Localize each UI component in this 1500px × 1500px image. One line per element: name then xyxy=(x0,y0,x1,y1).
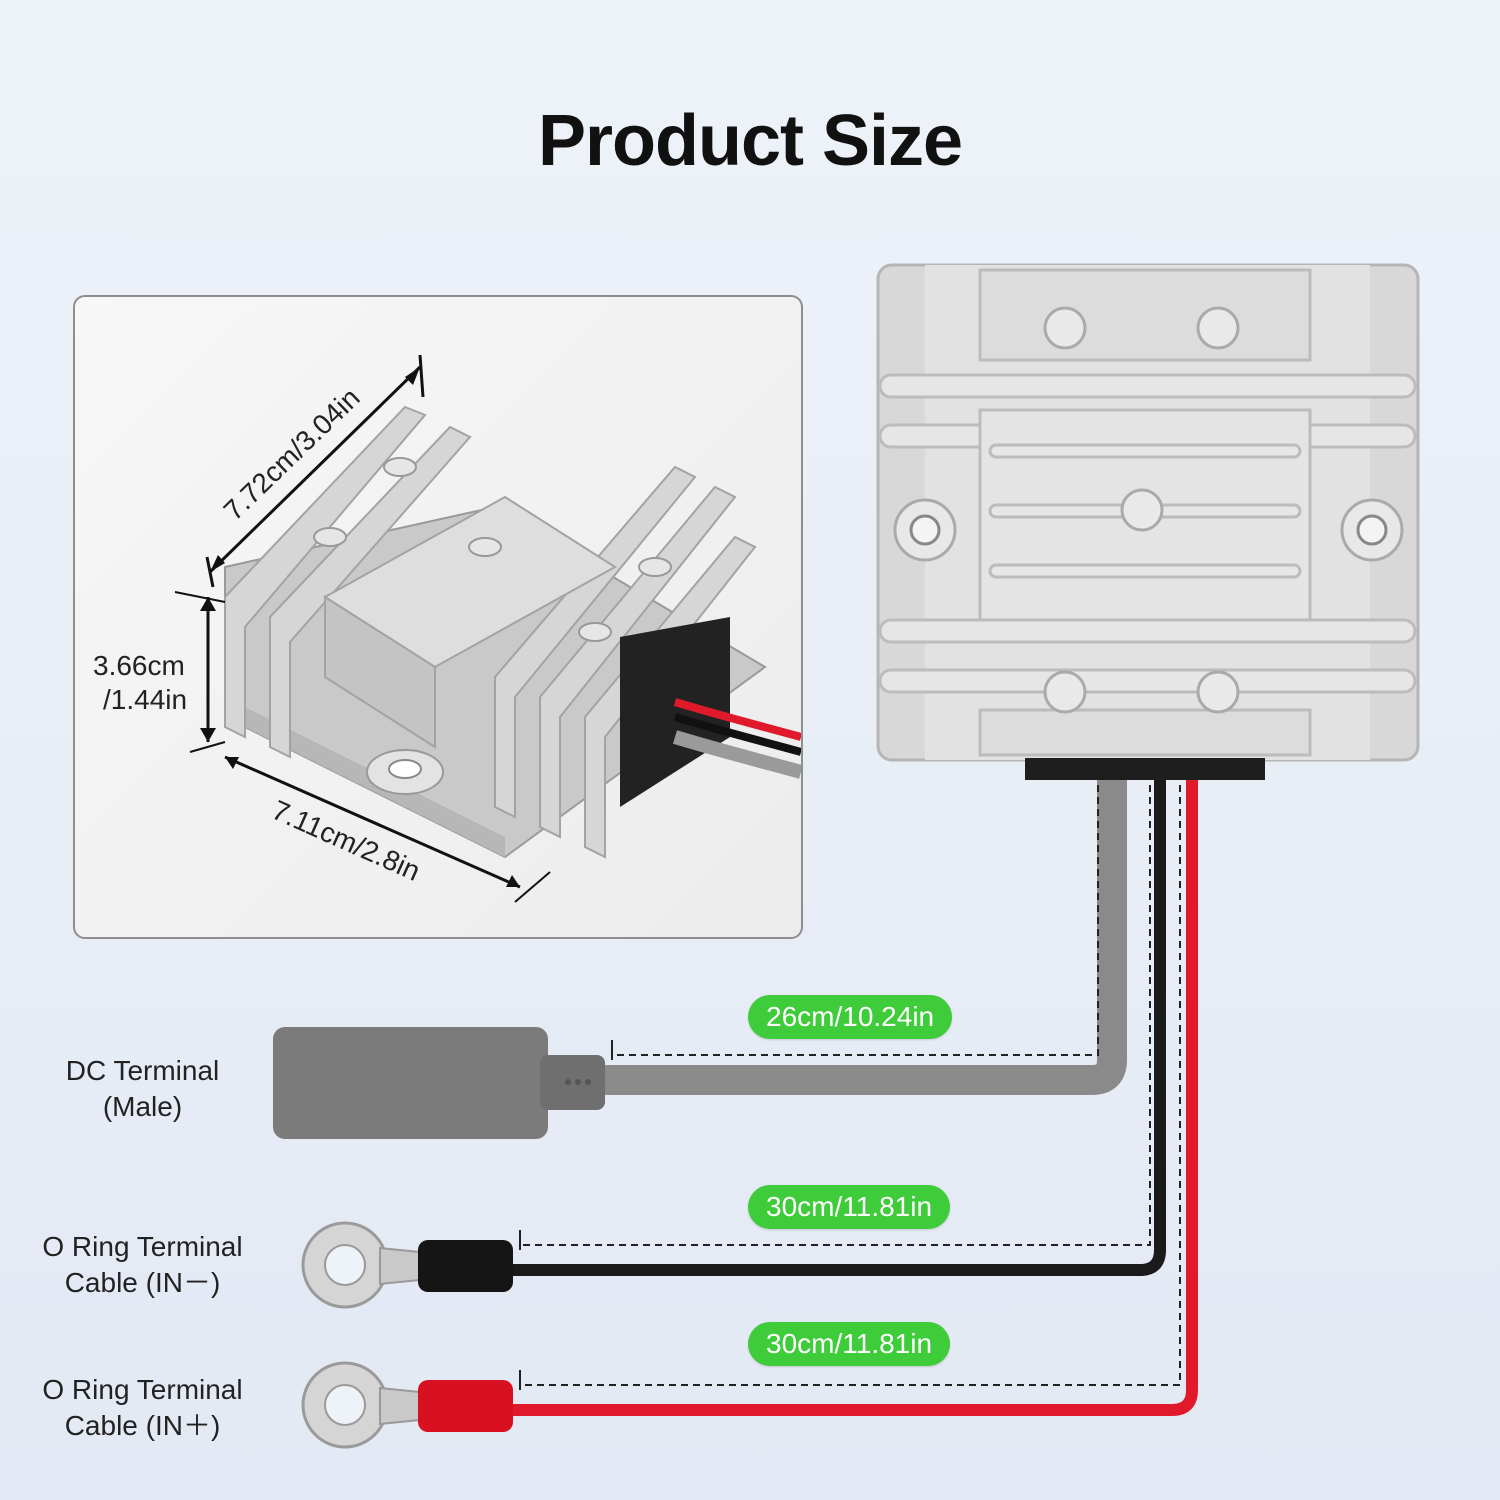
negative-terminal-label-line1: O Ring Terminal xyxy=(42,1231,243,1262)
page-title: Product Size xyxy=(537,101,963,181)
negative-terminal-label-line2: Cable (IN－) xyxy=(64,1267,221,1298)
positive-cable-length-badge: 30cm/11.81in xyxy=(748,1322,951,1366)
positive-terminal-label: O Ring Terminal Cable (IN＋) xyxy=(25,1372,260,1444)
positive-terminal-label-line2: Cable (IN＋) xyxy=(64,1410,221,1441)
dimension-inset: 7.72cm/3.04in 3.66cm /1.44in 7.11cm/2.8i… xyxy=(73,295,803,939)
dc-terminal-label-line2: (Male) xyxy=(102,1091,183,1122)
height-dimension-label-1: 3.66cm xyxy=(93,650,185,681)
product-isometric-illustration: 7.72cm/3.04in 3.66cm /1.44in 7.11cm/2.8i… xyxy=(93,354,801,903)
dc-terminal-label-line1: DC Terminal xyxy=(65,1055,220,1086)
positive-terminal-label-line1: O Ring Terminal xyxy=(42,1374,243,1405)
dc-terminal-label: DC Terminal (Male) xyxy=(40,1053,245,1125)
negative-terminal-label: O Ring Terminal Cable (IN－) xyxy=(25,1229,260,1301)
dc-cable-length-badge: 26cm/10.24in xyxy=(748,995,953,1039)
height-dimension-label-2: /1.44in xyxy=(103,684,187,715)
negative-cable-length-badge: 30cm/11.81in xyxy=(748,1185,951,1229)
